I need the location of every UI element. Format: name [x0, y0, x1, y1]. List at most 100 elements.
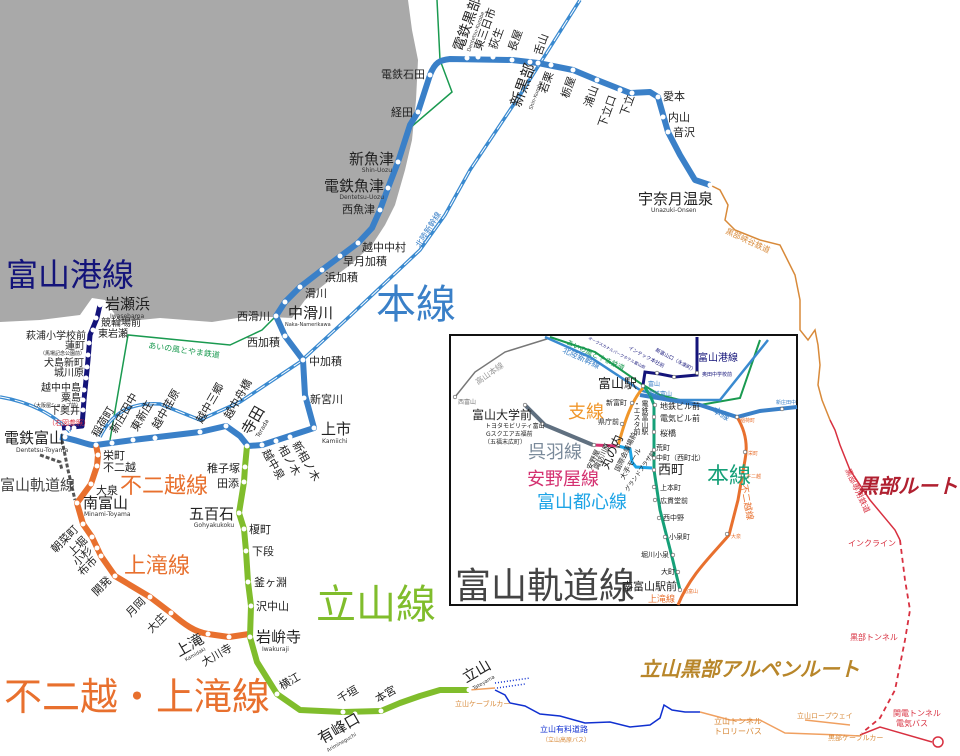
- station-dot: [377, 207, 383, 213]
- station-label: 電鉄富山: [648, 390, 672, 398]
- station-dot: [84, 364, 90, 370]
- station-label: 上市: [321, 420, 351, 438]
- station-label: 犬島新町: [44, 356, 84, 369]
- station-label: 電鉄魚津: [324, 177, 384, 195]
- station-label: 西町: [658, 463, 684, 478]
- station-dot: [147, 594, 153, 600]
- station-label: 稲荷町: [740, 417, 755, 424]
- station-dot: [656, 515, 662, 521]
- station-label: 浜加積: [325, 270, 358, 284]
- station-dot: [629, 90, 635, 96]
- station-label: 小泉町: [669, 532, 690, 541]
- station-dot: [241, 526, 247, 532]
- station-dot: [80, 521, 86, 527]
- station-dot: [112, 573, 118, 579]
- station-label: 荒町: [656, 443, 670, 452]
- station-dot: [152, 435, 158, 441]
- station-dot: [724, 531, 730, 537]
- main-map-station-dots: [62, 54, 713, 717]
- title-tateyama-line: 立山線: [316, 582, 436, 628]
- station-label: 稚子塚: [207, 462, 240, 475]
- station-dot: [226, 634, 232, 640]
- trolleybus-label: トロリーバス: [714, 727, 762, 736]
- station-label: 開発: [89, 573, 114, 598]
- station-dot: [300, 357, 306, 363]
- station-label: 不二越: [103, 460, 136, 474]
- station-label: 榎町: [249, 522, 271, 536]
- station-label: 西富山: [458, 398, 476, 406]
- station-dot: [707, 182, 713, 188]
- tram-line-track: [39, 439, 77, 501]
- station-dot: [274, 691, 280, 697]
- station-label: 大町: [661, 567, 675, 576]
- station-dot: [282, 299, 288, 305]
- station-dot: [241, 479, 247, 485]
- title-toyama-port-line: 富山港線: [6, 256, 134, 294]
- station-dot: [88, 481, 94, 487]
- inset-toshin-line: [617, 444, 653, 470]
- inset-branch-label: 支線: [568, 402, 604, 423]
- station-dot: [287, 434, 293, 440]
- station-dot: [297, 284, 303, 290]
- station-label: 南富山: [83, 494, 128, 512]
- station-dot: [475, 54, 481, 60]
- station-label: 堀川小泉: [641, 550, 669, 559]
- station-dot: [85, 352, 91, 358]
- station-label: 音沢: [673, 125, 695, 139]
- station-dot: [242, 464, 248, 470]
- station-label: 下立口: [595, 93, 619, 129]
- station-label: 粟島: [61, 391, 81, 404]
- station-dot: [617, 87, 623, 93]
- station-dot: [522, 402, 528, 408]
- station-dot: [670, 552, 676, 558]
- kurobe-tunnel-dashed: [861, 539, 911, 734]
- station-dot: [93, 315, 99, 321]
- station-dot: [665, 129, 671, 135]
- inset-fujikoshi-line: [676, 416, 748, 606]
- station-label: 浦山: [582, 84, 602, 109]
- station-label: 新富町: [606, 398, 627, 407]
- inset-shinkansen-line: [544, 335, 769, 402]
- station-label: 不二越: [746, 473, 761, 480]
- station-label: 南富山: [683, 588, 698, 595]
- station-dot: [337, 253, 343, 259]
- station-label: 田添: [217, 476, 239, 490]
- ropeway-label: 立山ロープウェイ: [797, 711, 853, 720]
- ainokaze-line: [109, 0, 453, 441]
- station-dot: [740, 472, 746, 478]
- station-dot: [81, 387, 87, 393]
- station-label: 経田: [391, 106, 413, 119]
- title-tram-line: 富山軌道線: [0, 476, 75, 494]
- station-dot: [779, 406, 785, 412]
- station-dot: [395, 159, 401, 165]
- station-dot: [509, 57, 515, 63]
- inset-kureha-label: 呉羽線: [528, 442, 582, 463]
- kurobe-cable-label: 黒部ケーブルカー: [828, 733, 883, 742]
- station-romaji-label: Iwakuraji: [262, 646, 289, 653]
- station-dot: [259, 442, 265, 448]
- station-label: 若栗: [537, 70, 557, 95]
- station-dot: [205, 631, 211, 637]
- station-dot: [65, 425, 71, 431]
- station-dot: [94, 545, 100, 551]
- station-romaji-label: Dentetsu-Toyama: [16, 447, 68, 454]
- station-romaji-label: Minami-Toyama: [84, 511, 131, 518]
- station-dot: [548, 62, 554, 68]
- station-dot: [415, 109, 421, 115]
- toll-road-label: 立山有料道路: [540, 724, 588, 734]
- inset-station-dots: [452, 370, 785, 593]
- station-label: 栄町: [748, 450, 758, 457]
- station-dot: [243, 548, 249, 554]
- station-label: 栄町: [103, 448, 125, 462]
- station-label: 西魚津: [342, 203, 375, 216]
- station-label: 早月加積: [343, 254, 387, 268]
- station-dot: [675, 569, 681, 575]
- station-dot: [464, 55, 470, 61]
- kurobe-senyo-railway: [829, 419, 901, 541]
- inset-toyama-station: 富山駅: [598, 376, 637, 392]
- station-dot: [71, 425, 77, 431]
- station-label: 横江: [277, 669, 303, 692]
- station-dot: [671, 374, 677, 380]
- station-label: 中加積: [309, 354, 342, 368]
- title-kamidaki-line: 上滝線: [124, 554, 190, 579]
